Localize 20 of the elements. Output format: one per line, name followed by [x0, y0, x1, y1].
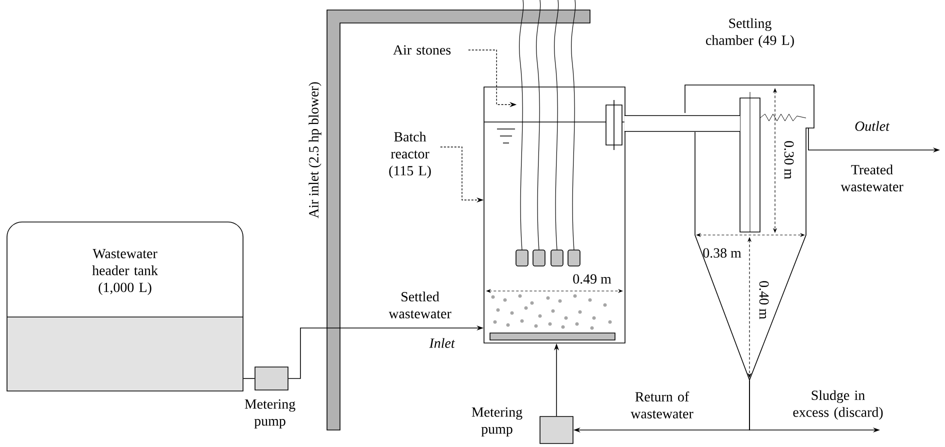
- rotated-label: Air inlet (2.5 hp blower): [308, 82, 322, 218]
- flow-label: Settled wastewater: [388, 292, 452, 318]
- edge-label: Outlet: [855, 121, 890, 131]
- edge-label: Return of wastewater: [630, 392, 694, 418]
- dimension-label: 0.40 m: [759, 281, 769, 320]
- header-tank: Wastewater header tank (1,000 L): [6, 222, 244, 392]
- equipment-label: Metering pump: [472, 407, 522, 437]
- equipment-label: Settling chamber (49 L): [706, 18, 794, 48]
- callout-text: Air stones: [393, 45, 451, 55]
- dimension-label: 0.38 m: [703, 248, 742, 258]
- reactor-tank: [484, 86, 626, 344]
- pipe: [624, 115, 740, 132]
- edge-label: Inlet: [429, 338, 456, 348]
- edge-label: Sludge in excess (discard): [793, 390, 883, 420]
- dimension-label: 0.49 m: [573, 274, 612, 284]
- flow-label: Treated wastewater: [840, 164, 904, 192]
- callout-text: Batch reactor (115 L): [389, 132, 431, 178]
- pipe: [243, 378, 256, 379]
- equipment-label: Metering pump: [244, 399, 296, 429]
- dimension-label: 0.30 m: [784, 141, 794, 180]
